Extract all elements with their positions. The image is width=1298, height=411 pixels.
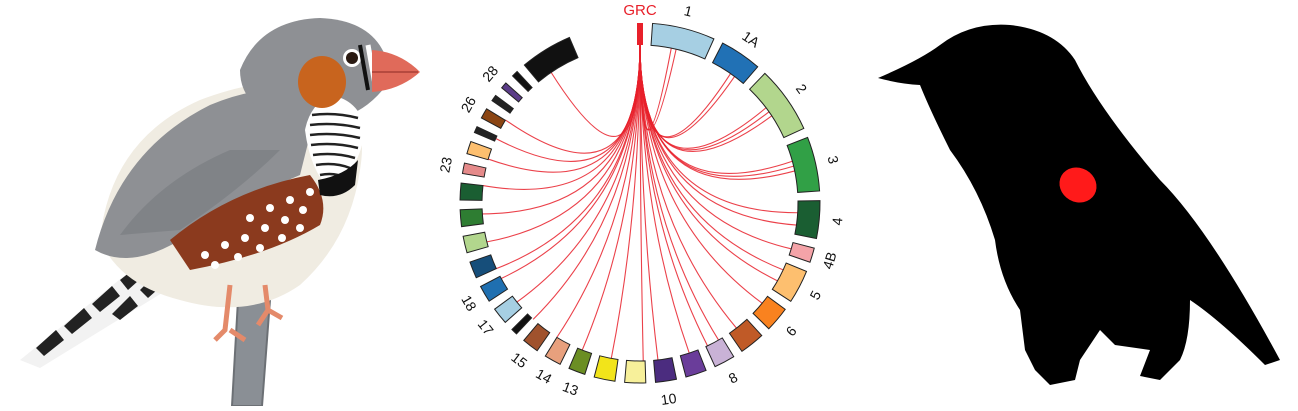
chromosome-segment-23 [461, 162, 487, 178]
chromosome-label-4B: 4B [819, 250, 839, 271]
grc-link [639, 44, 773, 152]
chromosome-segment-9 [679, 349, 707, 378]
grc-link [639, 44, 778, 282]
chromosome-segment-1A [711, 42, 759, 85]
chromosome-segment-12 [593, 355, 619, 382]
chromosome-segment-14 [544, 336, 571, 365]
chromosome-label-2: 2 [793, 81, 811, 97]
chromosome-label-1: 1 [683, 2, 695, 19]
chromosome-segment-4B [788, 241, 815, 263]
grc-link [550, 44, 641, 137]
chromosome-label-4: 4 [829, 217, 846, 226]
bird-silhouette [860, 0, 1298, 406]
circos-svg: 11A2344B568101314151718232628Z GRC [436, 0, 846, 408]
chromosome-label-14: 14 [533, 365, 555, 387]
silhouette-drawing [878, 24, 1280, 386]
chromosome-label-28: 28 [479, 62, 501, 84]
silhouette-body [878, 24, 1280, 386]
chromosome-label-26: 26 [457, 93, 479, 115]
chromosome-label-10: 10 [660, 390, 678, 406]
circos-plot: 11A2344B568101314151718232628Z GRC [436, 0, 870, 408]
chromosome-segment-24 [466, 140, 493, 161]
flank-spots [201, 188, 314, 269]
grc-link [610, 44, 641, 359]
chromosome-segment-2 [748, 72, 805, 139]
chromosome-segment-27 [491, 94, 514, 114]
chromosome-segment-25 [473, 126, 498, 142]
chromosome-segment-11 [624, 359, 647, 384]
grc-links [482, 44, 798, 361]
zebra-finch-drawing [20, 18, 420, 407]
chromosome-segment-20 [462, 231, 489, 254]
chromosome-segment-22 [459, 182, 484, 201]
chromosome-segment-19 [469, 254, 497, 279]
chromosome-label-8: 8 [726, 369, 741, 387]
chromosome-label-3: 3 [825, 154, 842, 165]
chromosome-segments [459, 22, 821, 384]
chromosome-segment-30 [523, 36, 579, 83]
grc-link [639, 44, 763, 304]
grc-link [639, 44, 690, 354]
chromosome-label-23: 23 [440, 155, 455, 174]
chromosome-segment-28 [500, 82, 523, 103]
grc-link [639, 44, 677, 131]
chromosome-segment-18 [479, 275, 509, 302]
chromosome-segment-15 [523, 322, 551, 352]
chromosome-segment-4 [794, 200, 821, 240]
grc-link [581, 44, 641, 351]
grc-link [639, 44, 720, 341]
grc-link [639, 44, 798, 214]
zebra-finch-illustration [0, 0, 440, 407]
grc-link [556, 44, 641, 338]
chromosome-segment-17 [493, 295, 523, 324]
chromosome-segment-10 [653, 357, 678, 383]
chromosome-label-Z: Z [440, 0, 445, 3]
chromosome-label-13: 13 [560, 378, 580, 399]
chromosome-segment-6 [752, 295, 786, 330]
grc-label: GRC [623, 2, 657, 19]
chromosome-label-18: 18 [458, 292, 480, 314]
chromosome-segment-21 [459, 208, 484, 228]
grc-segment [637, 23, 643, 45]
chromosome-label-1A: 1A [739, 28, 763, 51]
chromosome-segment-8 [705, 337, 735, 368]
grc-link [505, 44, 641, 154]
grc-link [482, 44, 641, 190]
chromosome-segment-1 [650, 22, 715, 60]
chromosome-label-6: 6 [782, 323, 799, 339]
chromosome-segment-7 [728, 318, 763, 353]
chromosome-label-5: 5 [806, 288, 824, 303]
highlight-spot [1059, 167, 1097, 203]
chromosome-segment-29 [511, 70, 533, 93]
grc-link [639, 44, 737, 329]
chromosome-label-15: 15 [508, 349, 530, 371]
chromosome-segment-13 [568, 347, 593, 375]
chromosome-segment-5 [771, 262, 808, 303]
chromosome-segment-16 [511, 313, 533, 335]
chromosome-segment-3 [786, 136, 821, 193]
chromosome-segment-26 [480, 108, 507, 130]
chromosome-label-17: 17 [475, 316, 497, 338]
